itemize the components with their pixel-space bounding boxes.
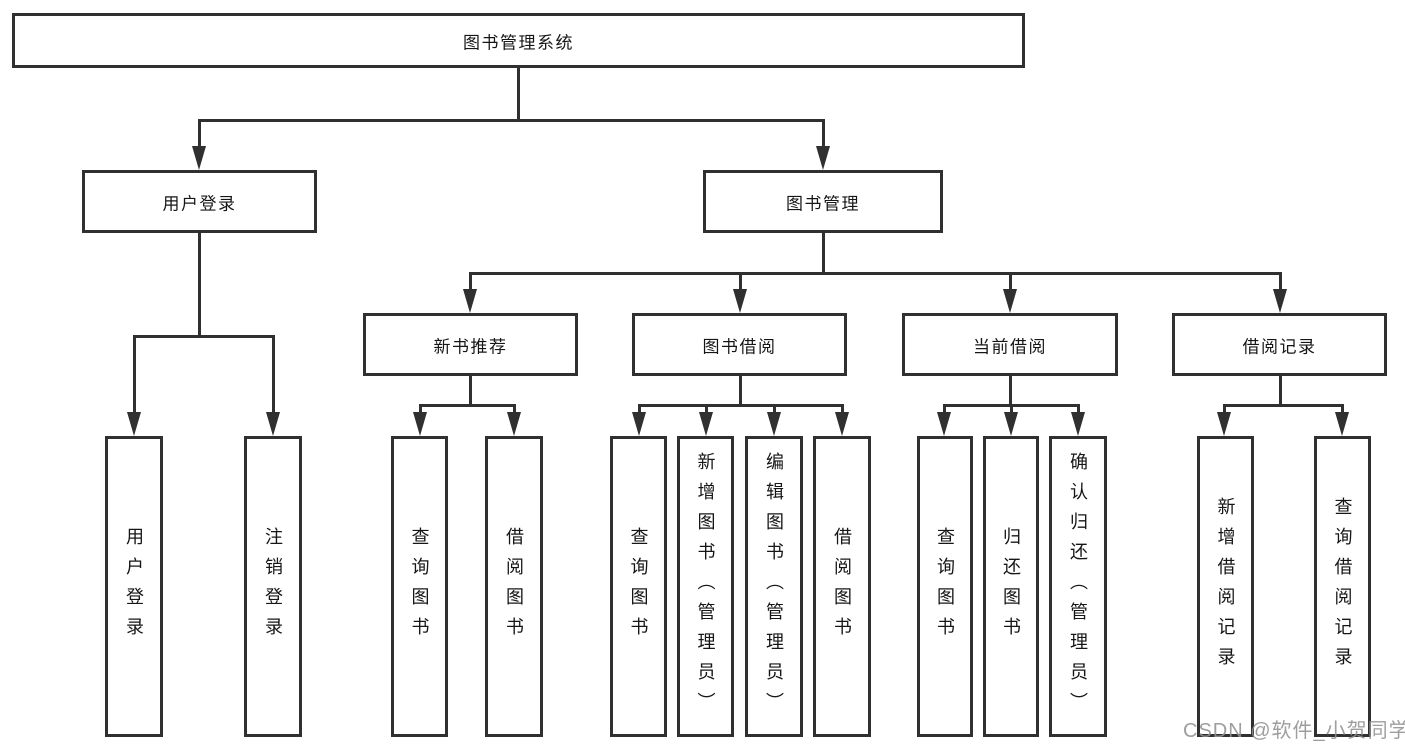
node-label-login-user-login: 用户登录: [124, 526, 144, 647]
connector-drop-system: [822, 120, 825, 152]
connector-drop-user-login: [133, 336, 136, 418]
connector-drop-borrow-records: [1341, 405, 1344, 418]
connector-drop-book-mgmt: [1009, 273, 1012, 295]
node-records-query-record: 查询借阅记录: [1314, 436, 1371, 737]
node-label-borrow-query-books: 查询图书: [628, 526, 649, 647]
node-label-book-borrow: 图书借阅: [702, 337, 777, 356]
node-label-system: 图书管理系统: [463, 33, 574, 52]
arrowhead-down-icon: [1273, 289, 1287, 313]
arrowhead-down-icon: [1217, 412, 1231, 436]
node-label-borrow-records: 借阅记录: [1242, 337, 1317, 356]
node-label-current-borrow: 当前借阅: [973, 337, 1047, 356]
connector-rail-borrow-records: [1223, 404, 1344, 407]
connector-drop-new-book-recommend: [419, 405, 422, 418]
connector-stem-current-borrow: [1009, 376, 1012, 406]
node-label-records-add-record: 新增借阅记录: [1215, 496, 1236, 677]
node-current-query-books: 查询图书: [917, 436, 973, 737]
connector-drop-book-mgmt: [1279, 273, 1282, 295]
node-borrow-borrow-books: 借阅图书: [813, 436, 871, 737]
node-recommend-query-books: 查询图书: [391, 436, 448, 737]
node-current-borrow: 当前借阅: [902, 313, 1118, 376]
arrowhead-down-icon: [937, 412, 951, 436]
arrowhead-down-icon: [632, 412, 646, 436]
arrowhead-down-icon: [507, 412, 521, 436]
connector-drop-book-borrow: [705, 405, 708, 418]
connector-drop-book-mgmt: [739, 273, 742, 295]
node-recommend-borrow-books: 借阅图书: [485, 436, 543, 737]
node-borrow-add-books: 新增图书（管理员）: [677, 436, 734, 737]
arrowhead-down-icon: [127, 412, 141, 436]
node-label-records-query-record: 查询借阅记录: [1332, 496, 1353, 677]
arrowhead-down-icon: [192, 146, 206, 170]
arrowhead-down-icon: [699, 412, 713, 436]
node-label-new-book-recommend: 新书推荐: [433, 337, 508, 356]
arrowhead-down-icon: [413, 412, 427, 436]
connector-drop-current-borrow: [1077, 405, 1080, 418]
node-system: 图书管理系统: [12, 13, 1025, 68]
node-current-return-books: 归还图书: [983, 436, 1039, 737]
connector-rail-system: [198, 119, 825, 122]
connector-stem-user-login: [198, 233, 201, 337]
arrowhead-down-icon: [1335, 412, 1349, 436]
connector-drop-borrow-records: [1223, 405, 1226, 418]
connector-rail-user-login: [133, 335, 275, 338]
arrowhead-down-icon: [767, 412, 781, 436]
connector-drop-book-mgmt: [469, 273, 472, 295]
node-label-recommend-query-books: 查询图书: [409, 526, 430, 647]
node-label-borrow-add-books: 新增图书（管理员）: [695, 451, 716, 722]
node-label-book-mgmt: 图书管理: [786, 194, 860, 213]
node-label-user-login: 用户登录: [162, 194, 237, 213]
node-records-add-record: 新增借阅记录: [1197, 436, 1254, 737]
node-book-borrow: 图书借阅: [632, 313, 847, 376]
node-label-borrow-edit-books: 编辑图书（管理员）: [764, 451, 784, 722]
node-label-current-return-books: 归还图书: [1001, 526, 1021, 647]
node-label-borrow-borrow-books: 借阅图书: [832, 526, 852, 647]
arrowhead-down-icon: [1071, 412, 1085, 436]
connector-stem-system: [517, 68, 520, 121]
connector-drop-new-book-recommend: [513, 405, 516, 418]
connector-drop-book-borrow: [841, 405, 844, 418]
node-label-current-query-books: 查询图书: [935, 526, 955, 647]
node-book-mgmt: 图书管理: [703, 170, 943, 233]
connector-drop-book-borrow: [773, 405, 776, 418]
connector-drop-system: [198, 120, 201, 152]
arrowhead-down-icon: [733, 289, 747, 313]
connector-stem-book-mgmt: [822, 233, 825, 274]
csdn-watermark: CSDN @软件_小贺同学: [1183, 720, 1405, 742]
node-label-current-confirm-return: 确认归还（管理员）: [1068, 451, 1088, 722]
connector-stem-new-book-recommend: [469, 376, 472, 406]
node-borrow-edit-books: 编辑图书（管理员）: [745, 436, 803, 737]
arrowhead-down-icon: [1003, 289, 1017, 313]
node-new-book-recommend: 新书推荐: [363, 313, 578, 376]
node-label-login-logout: 注销登录: [263, 526, 283, 647]
arrowhead-down-icon: [835, 412, 849, 436]
node-user-login: 用户登录: [82, 170, 317, 233]
arrowhead-down-icon: [266, 412, 280, 436]
connector-drop-user-login: [272, 336, 275, 418]
node-borrow-records: 借阅记录: [1172, 313, 1387, 376]
connector-rail-book-borrow: [638, 404, 844, 407]
connector-drop-current-borrow: [943, 405, 946, 418]
connector-stem-borrow-records: [1279, 376, 1282, 406]
arrowhead-down-icon: [816, 146, 830, 170]
node-login-logout: 注销登录: [244, 436, 302, 737]
node-login-user-login: 用户登录: [105, 436, 163, 737]
arrowhead-down-icon: [463, 289, 477, 313]
connector-drop-book-borrow: [638, 405, 641, 418]
connector-drop-current-borrow: [1010, 405, 1013, 418]
arrowhead-down-icon: [1004, 412, 1018, 436]
node-current-confirm-return: 确认归还（管理员）: [1049, 436, 1107, 737]
connector-rail-new-book-recommend: [419, 404, 516, 407]
node-label-recommend-borrow-books: 借阅图书: [504, 526, 524, 647]
connector-rail-book-mgmt: [469, 272, 1282, 275]
connector-stem-book-borrow: [739, 376, 742, 406]
node-borrow-query-books: 查询图书: [610, 436, 667, 737]
